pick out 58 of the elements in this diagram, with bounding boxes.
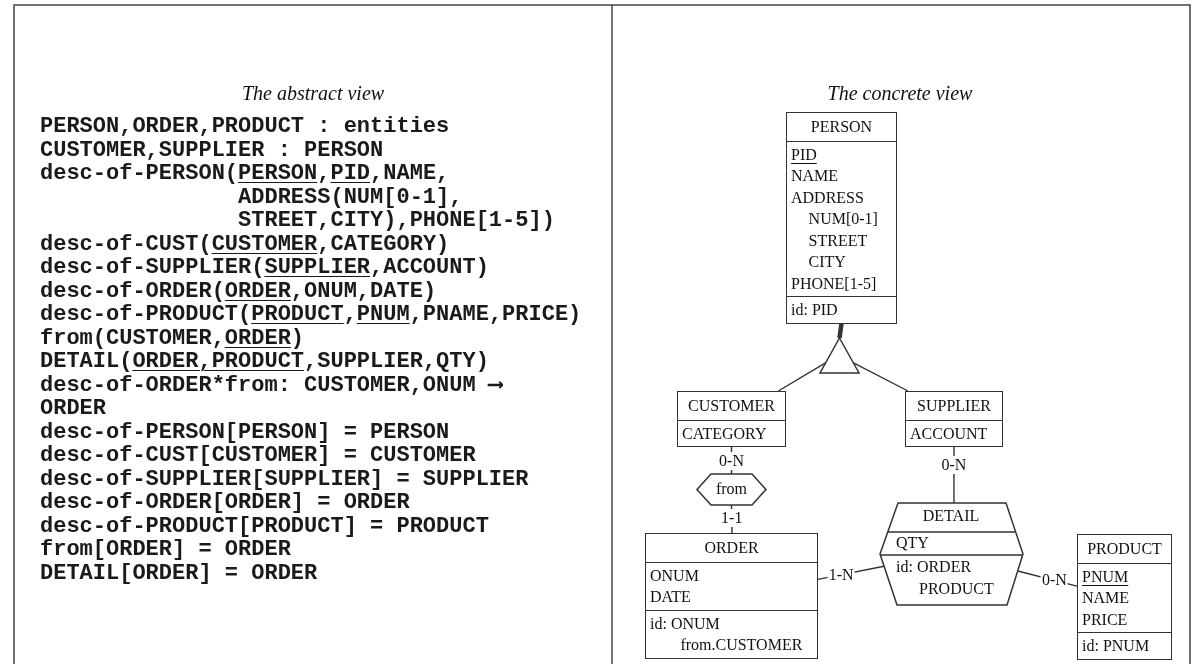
connector-line: [837, 323, 844, 339]
connector-line: [852, 362, 909, 392]
code-line: DETAIL[ORDER] = ORDER: [40, 561, 319, 585]
entity-box: [905, 391, 1003, 447]
attribute-text: NAME: [791, 166, 840, 186]
entity-box: [786, 112, 897, 324]
attribute-text: DATE: [650, 587, 692, 607]
code-line: desc-of-CUST[CUSTOMER] = CUSTOMER: [40, 444, 477, 468]
code-line: desc-of-PERSON[PERSON] = PERSON: [40, 420, 451, 444]
cardinality-label: 1-1: [720, 508, 744, 527]
entity-name: SUPPLIER: [916, 396, 992, 416]
attribute-text: ADDRESS: [791, 187, 865, 208]
code-line: PERSON,ORDER,PRODUCT : entities: [40, 115, 451, 139]
code-line: DETAIL(ORDER,PRODUCT,SUPPLIER,QTY): [40, 350, 490, 374]
identifier-text: id: PID: [791, 300, 839, 320]
code-line: desc-of-SUPPLIER(SUPPLIER,ACCOUNT): [40, 256, 490, 280]
relationship-hexagon: [697, 474, 766, 505]
code-line: desc-of-CUST(CUSTOMER,CATEGORY): [40, 232, 451, 256]
attribute-text: PRICE: [1082, 609, 1129, 630]
code-line: desc-of-PRODUCT[PRODUCT] = PRODUCT: [40, 514, 490, 538]
attribute-text: ACCOUNT: [910, 423, 989, 444]
connector-line: [730, 504, 733, 534]
attribute-text: NAME: [1082, 588, 1131, 608]
identifier-text: id: ONUM from.CUSTOMER: [650, 613, 804, 655]
relationship-shape: [880, 503, 1023, 605]
code-line: CUSTOMER,SUPPLIER : PERSON: [40, 138, 385, 162]
code-line: desc-of-PRODUCT(PRODUCT,PNUM,PNAME,PRICE): [40, 303, 582, 327]
relationship-name: DETAIL: [922, 506, 980, 526]
attribute-text: CITY: [807, 252, 847, 272]
code-line: desc-of-PERSON(PERSON,PID,NAME, ADDRESS(NUM[0-1], STREET,CITY),PHONE[1-5]): [40, 162, 556, 233]
entity-box: [1077, 534, 1172, 660]
panel-heading: The concrete view: [827, 82, 973, 105]
cardinality-label: 0-N: [718, 451, 745, 470]
code-line: from[ORDER] = ORDER: [40, 538, 292, 562]
entity-box: [645, 533, 818, 659]
entity-name: ORDER: [703, 538, 760, 558]
code-line: desc-of-SUPPLIER[SUPPLIER] = SUPPLIER: [40, 467, 530, 491]
isa-triangle: [820, 338, 859, 373]
relationship-name: from: [715, 479, 748, 499]
code-line: desc-of-ORDER(ORDER,ONUM,DATE): [40, 279, 438, 303]
attribute-text: ONUM: [650, 565, 700, 586]
code-line: from(CUSTOMER,ORDER): [40, 326, 306, 350]
code-line: desc-of-ORDER[ORDER] = ORDER: [40, 491, 411, 515]
entity-name: PERSON: [809, 117, 874, 137]
attribute-text: PHONE[1-5]: [791, 273, 878, 294]
attribute-text: STREET: [807, 230, 869, 251]
identifier-text: id: PNUM: [1082, 636, 1151, 656]
attribute-text: QTY: [896, 533, 929, 553]
entity-name: PRODUCT: [1086, 539, 1163, 559]
attribute-text: NUM[0-1]: [807, 209, 879, 229]
attribute-text: PNUM: [1082, 566, 1130, 587]
attribute-text: PID: [791, 144, 818, 165]
entity-name: CUSTOMER: [687, 396, 776, 416]
identifier-text: id: ORDER PRODUCT: [896, 557, 995, 599]
entity-box: [677, 391, 786, 447]
cardinality-label: 0-N: [940, 455, 968, 474]
attribute-text: CATEGORY: [682, 423, 768, 444]
panel-heading: The abstract view: [241, 82, 385, 105]
